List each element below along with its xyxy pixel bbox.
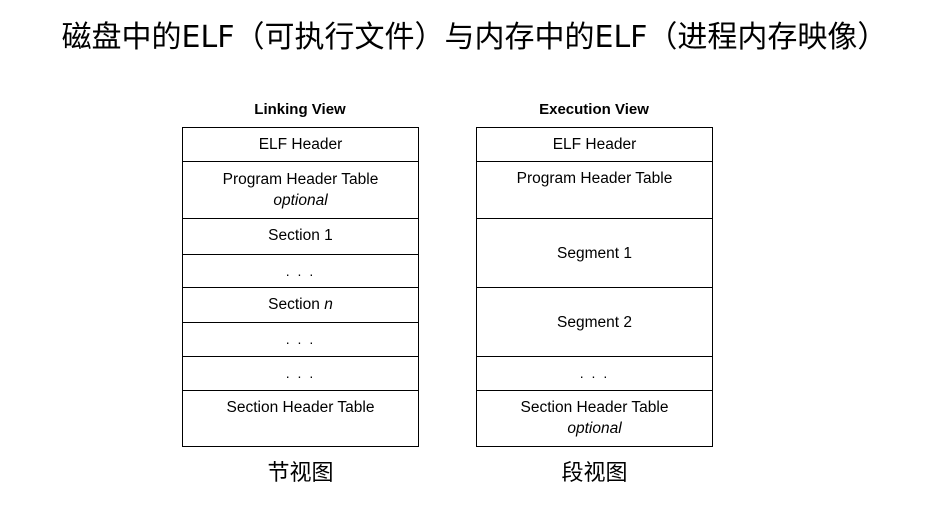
execution-row-segment-2: Segment 2: [477, 288, 712, 357]
linking-row-section-header-table: Section Header Table: [183, 391, 418, 447]
row-label: . . .: [285, 262, 316, 279]
row-label-italic: n: [324, 296, 333, 313]
row-label: . . .: [285, 365, 316, 381]
row-label: ELF Header: [552, 136, 637, 153]
execution-view-heading: Execution View: [539, 101, 649, 118]
linking-view-heading: Linking View: [254, 101, 346, 118]
row-label: ELF Header: [258, 136, 343, 153]
linking-row-elf-header: ELF Header: [183, 128, 418, 162]
linking-row-section-1: Section 1: [183, 219, 418, 255]
row-label: Program Header Table: [516, 170, 673, 187]
row-sublabel: optional: [567, 420, 622, 437]
execution-view-diagram: ELF Header Program Header Table Segment …: [476, 127, 713, 447]
row-label: Section n: [183, 294, 418, 315]
row-sublabel: optional: [273, 192, 328, 209]
row-label: Segment 1: [557, 244, 632, 262]
row-label: Segment 2: [557, 313, 632, 331]
linking-view-caption: 节视图: [267, 461, 334, 486]
execution-row-program-header-table: Program Header Table: [477, 162, 712, 219]
execution-row-section-header-table: Section Header Table optional: [477, 391, 712, 447]
linking-view-diagram: ELF Header Program Header Table optional…: [182, 127, 419, 447]
execution-row-ellipsis: . . .: [477, 357, 712, 391]
execution-row-segment-1: Segment 1: [477, 219, 712, 288]
linking-row-section-n: Section n: [183, 288, 418, 323]
linking-row-ellipsis: . . .: [183, 357, 418, 391]
execution-row-elf-header: ELF Header: [477, 128, 712, 162]
linking-row-program-header-table: Program Header Table optional: [183, 162, 418, 219]
row-label: Section Header Table: [226, 399, 375, 416]
row-label: Section 1: [268, 227, 333, 244]
linking-row-ellipsis: . . .: [183, 255, 418, 288]
row-label-text: Section: [268, 296, 320, 313]
row-label: . . .: [285, 331, 316, 347]
execution-view-caption: 段视图: [561, 461, 628, 486]
page-title: 磁盘中的ELF（可执行文件）与内存中的ELF（进程内存映像）: [61, 20, 888, 55]
row-label: Section Header Table: [520, 399, 669, 416]
linking-row-ellipsis: . . .: [183, 323, 418, 357]
row-label: Program Header Table: [222, 171, 379, 188]
row-label: . . .: [579, 365, 610, 381]
